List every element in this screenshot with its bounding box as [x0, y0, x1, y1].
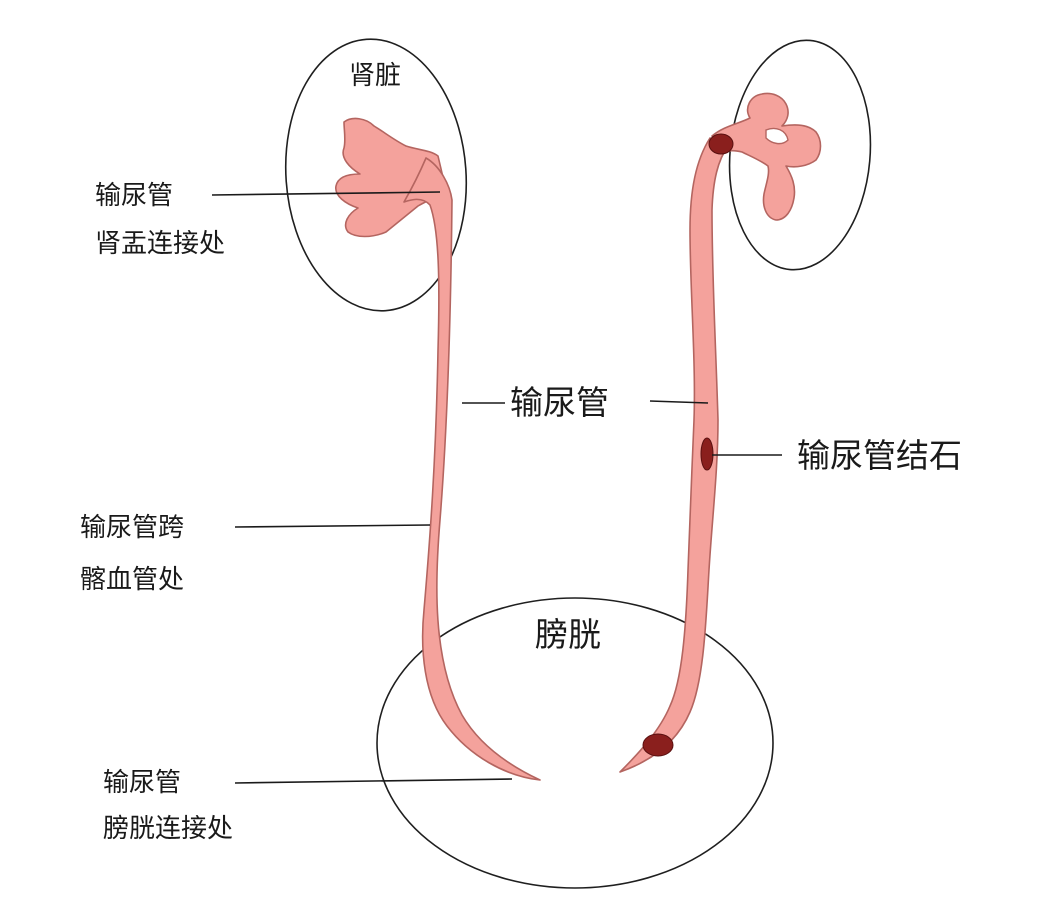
- left-kidney-outline: [284, 38, 468, 312]
- bladder-outline: [376, 597, 774, 889]
- label-ureteral-stone: 输尿管结石: [797, 436, 962, 475]
- label-kidney: 肾脏: [349, 61, 401, 91]
- stone-renal-pelvis: [708, 133, 734, 155]
- label-uvj-line2: 膀胱连接处: [103, 814, 233, 844]
- stone-ureterovesical: [642, 733, 674, 757]
- leader-iliac: [234, 524, 431, 528]
- leader-upj: [211, 191, 441, 196]
- leader-ureter-right: [649, 400, 709, 404]
- left-renal-pelvis: [335, 117, 447, 238]
- right-ureter: [619, 137, 729, 773]
- label-iliac-line2: 髂血管处: [80, 565, 184, 595]
- label-bladder: 膀胱: [535, 615, 601, 654]
- label-uvj-line1: 输尿管: [103, 768, 181, 798]
- label-upj-line2: 肾盂连接处: [95, 229, 225, 259]
- left-ureter: [403, 157, 541, 781]
- label-ureter: 输尿管: [510, 383, 609, 422]
- stone-mid-ureter: [700, 437, 714, 471]
- leader-uvj: [234, 778, 513, 784]
- right-calyx-notch: [765, 127, 789, 145]
- right-renal-pelvis: [711, 92, 822, 221]
- label-upj-line1: 输尿管: [95, 181, 173, 211]
- label-iliac-line1: 输尿管跨: [80, 513, 184, 543]
